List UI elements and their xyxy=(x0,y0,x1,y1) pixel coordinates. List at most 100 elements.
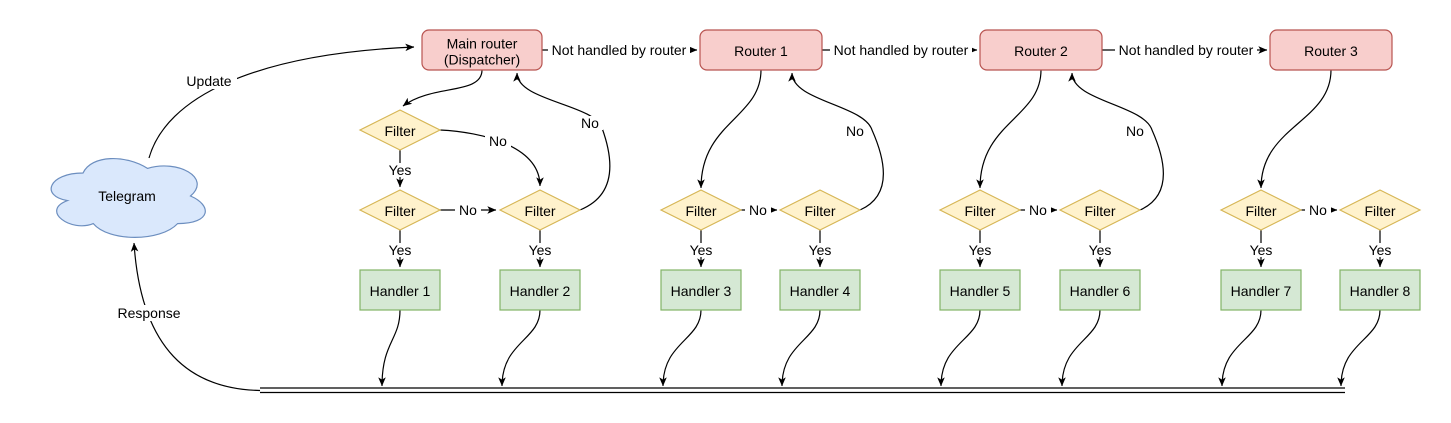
filter6-diamond xyxy=(1058,189,1142,231)
update-label-bg xyxy=(181,73,237,89)
router3-box xyxy=(1269,29,1393,71)
main-to-filter0-edge xyxy=(402,69,483,107)
handler6-box xyxy=(1059,269,1141,311)
cloud-label: Telegram xyxy=(98,188,156,204)
not-handled-label-1: Not handled by router xyxy=(548,42,690,58)
router2-node: Router 2 xyxy=(979,29,1103,71)
router3-node: Router 3 xyxy=(1269,29,1393,71)
yes-label-filter7: Yes xyxy=(1246,242,1276,258)
yes-label-filter8: Yes xyxy=(1365,242,1395,258)
svg-text:Yes: Yes xyxy=(969,242,992,258)
yes-label-filter4: Yes xyxy=(805,242,835,258)
no-label-filter1: No xyxy=(455,202,481,218)
handler5-label: Handler 5 xyxy=(950,283,1011,299)
telegram-cloud-node: Telegram xyxy=(50,157,206,238)
filter0-label: Filter xyxy=(384,123,415,139)
filter7-node: Filter xyxy=(1219,189,1303,231)
router1-to-filter3-edge xyxy=(697,69,762,189)
filter4-diamond xyxy=(778,189,862,231)
filter5-diamond xyxy=(938,189,1022,231)
router2-to-filter5-edge xyxy=(976,69,1042,189)
handler5-box xyxy=(939,269,1021,311)
not-handled-label-1-bg xyxy=(548,42,690,58)
svg-text:No: No xyxy=(846,123,864,139)
router2-box xyxy=(979,29,1103,71)
filter8-node: Filter xyxy=(1338,189,1422,231)
yes-label-filter3: Yes xyxy=(686,242,716,258)
handler8-node: Handler 8 xyxy=(1339,269,1421,311)
filter6-node: Filter xyxy=(1058,189,1142,231)
svg-text:No: No xyxy=(581,115,599,131)
no-label-router2-return: No xyxy=(1122,123,1148,139)
router1-label: Router 1 xyxy=(734,43,788,59)
update-edge xyxy=(148,43,415,159)
svg-text:Yes: Yes xyxy=(1089,242,1112,258)
not-handled-label-3-bg xyxy=(1115,42,1257,58)
response-edge xyxy=(130,242,261,392)
svg-text:No: No xyxy=(749,202,767,218)
no-label-filter3: No xyxy=(745,202,771,218)
handler6-out-edge xyxy=(1058,309,1101,387)
handler3-label: Handler 3 xyxy=(671,283,732,299)
not-handled-label-2-bg xyxy=(830,42,972,58)
svg-text:Yes: Yes xyxy=(1250,242,1273,258)
svg-text:Yes: Yes xyxy=(529,242,552,258)
yes-label-filter6: Yes xyxy=(1085,242,1115,258)
svg-text:Update: Update xyxy=(186,73,231,89)
filter8-diamond xyxy=(1338,189,1422,231)
handler1-node: Handler 1 xyxy=(359,269,441,311)
filter1-node: Filter xyxy=(358,189,442,231)
response-label: Response xyxy=(115,305,183,321)
handler3-out-edge xyxy=(659,309,702,387)
handler4-box xyxy=(779,269,861,311)
handler2-label: Handler 2 xyxy=(510,283,571,299)
svg-text:Yes: Yes xyxy=(1369,242,1392,258)
no-label-filter5: No xyxy=(1025,202,1051,218)
svg-text:Yes: Yes xyxy=(389,242,412,258)
handler7-box xyxy=(1220,269,1302,311)
filter7-diamond xyxy=(1219,189,1303,231)
svg-text:Not handled by router: Not handled by router xyxy=(1119,42,1254,58)
filter8-label: Filter xyxy=(1364,203,1395,219)
no-label-main-return: No xyxy=(577,115,603,131)
filter7-label: Filter xyxy=(1245,203,1276,219)
update-label: Update xyxy=(181,73,237,89)
handler4-out-edge xyxy=(778,309,821,387)
response-bus-line xyxy=(260,387,1345,394)
response-label-bg xyxy=(115,305,183,321)
handler4-label: Handler 4 xyxy=(790,283,851,299)
router1-node: Router 1 xyxy=(699,29,823,71)
handler8-label: Handler 8 xyxy=(1350,283,1411,299)
svg-text:No: No xyxy=(459,202,477,218)
handler1-label: Handler 1 xyxy=(370,283,431,299)
router2-label: Router 2 xyxy=(1014,43,1068,59)
main-router-label-line2: (Dispatcher) xyxy=(444,52,520,68)
router1-box xyxy=(699,29,823,71)
filter3-node: Filter xyxy=(659,189,743,231)
main-router-node: Main router (Dispatcher) xyxy=(421,29,543,71)
filter2-diamond xyxy=(498,189,582,231)
filter3-label: Filter xyxy=(685,203,716,219)
handler1-box xyxy=(359,269,441,311)
handler2-box xyxy=(499,269,581,311)
yes-label-filter5: Yes xyxy=(965,242,995,258)
filter4-label: Filter xyxy=(804,203,835,219)
handler3-node: Handler 3 xyxy=(660,269,742,311)
main-router-label-line1: Main router xyxy=(447,36,518,52)
yes-label-filter0: Yes xyxy=(385,162,415,178)
cloud-shape xyxy=(50,157,206,238)
svg-text:No: No xyxy=(1029,202,1047,218)
no-label-filter0: No xyxy=(485,133,511,149)
no-label-router1-return: No xyxy=(842,123,868,139)
svg-text:No: No xyxy=(1126,123,1144,139)
handler2-out-edge xyxy=(498,309,541,387)
filter4-node: Filter xyxy=(778,189,862,231)
handler4-node: Handler 4 xyxy=(779,269,861,311)
router3-to-filter7-edge xyxy=(1257,69,1332,189)
yes-label-filter2: Yes xyxy=(525,242,555,258)
handler5-out-edge xyxy=(937,309,981,387)
handler2-node: Handler 2 xyxy=(499,269,581,311)
svg-text:Yes: Yes xyxy=(389,162,412,178)
filter6-return-no-edge xyxy=(1068,72,1164,211)
